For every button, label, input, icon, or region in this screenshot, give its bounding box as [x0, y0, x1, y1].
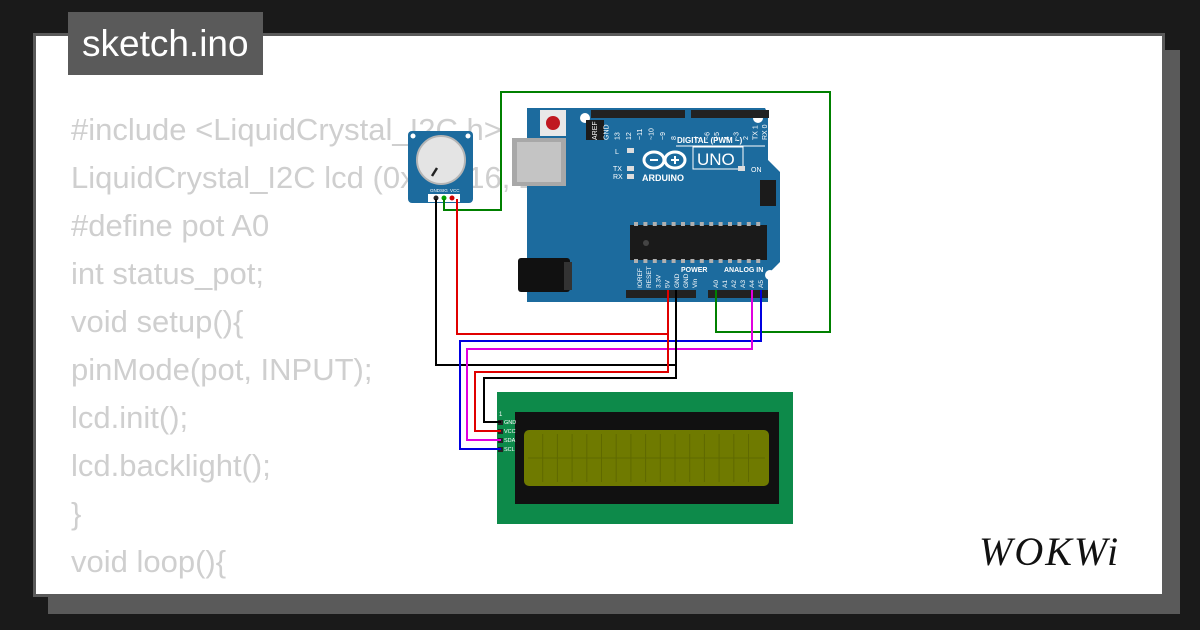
digital-pin-label: 4	[724, 136, 731, 140]
digital-header	[591, 110, 685, 118]
power-pin-label: 3.3V	[655, 274, 662, 288]
wire-red-lcd-vcc	[474, 290, 669, 432]
digital-pin-label: ~9	[660, 132, 667, 140]
digital-pin-label: ~5	[714, 132, 721, 140]
power-pin-label: 5V	[665, 279, 672, 288]
digital-pin-label: 13	[615, 132, 622, 140]
analog-pin-label: A2	[731, 280, 738, 288]
board-model-label: UNO	[697, 150, 735, 169]
digital-pin-label: AREF	[592, 121, 599, 140]
microcontroller-chip	[630, 222, 767, 263]
digital-pin-label: ~6	[705, 132, 712, 140]
wokwi-logo: WOKWi	[979, 529, 1120, 574]
digital-pin-label: TX 1	[753, 125, 760, 140]
lcd-pin-label: SCL	[504, 447, 515, 453]
lcd-pin-label: GND	[504, 420, 516, 426]
lcd-pin-label: VCC	[504, 429, 516, 435]
arduino-logo	[642, 150, 687, 170]
code-line: void loop(){	[71, 544, 227, 579]
digital-pin-label: 12	[626, 132, 633, 140]
status-leds: L TX RX ON	[613, 148, 762, 181]
potentiometer-knob[interactable]	[416, 135, 466, 185]
power-header	[626, 290, 696, 298]
code-listing: #include <LiquidCrystal_I2C.h>LiquidCrys…	[71, 106, 555, 594]
power-pin-label: GND	[674, 273, 681, 288]
digital-pin-label: ~3	[733, 132, 740, 140]
power-pin-label: RESET	[646, 266, 653, 288]
analog-pin-label: A5	[758, 280, 765, 288]
digital-pin-label: GND	[603, 124, 610, 140]
analog-pin-label: A0	[713, 280, 720, 288]
svg-text:WOKWi: WOKWi	[979, 529, 1120, 574]
code-line: status_pot = analogRead(pot);	[71, 586, 555, 594]
svg-text:RX: RX	[613, 174, 623, 181]
digital-label: DIGITAL (PWM ~)	[677, 136, 743, 145]
code-line: lcd.backlight();	[71, 448, 271, 483]
board-brand-label: ARDUINO	[642, 173, 684, 183]
lcd-pin-label: SDA	[504, 438, 516, 444]
power-pin-label: GND	[683, 273, 690, 288]
digital-pin-label: ~10	[649, 128, 656, 140]
code-line: #define pot A0	[71, 208, 270, 243]
digital-pin-label: 8	[671, 136, 678, 140]
analog-pin-label: A3	[740, 280, 747, 288]
code-line: }	[71, 496, 82, 531]
digital-pin-label: 7	[695, 136, 702, 140]
wires	[435, 91, 831, 450]
potentiometer-pin-label: GND	[430, 188, 441, 193]
lcd-pin-one-mark: 1	[499, 412, 503, 418]
potentiometer-pin-label: SIG	[440, 188, 448, 193]
wire-black-lcd-gnd	[483, 290, 677, 423]
svg-text:TX: TX	[613, 166, 622, 173]
analog-pin-label: A1	[722, 280, 729, 288]
digital-pin-label: ~11	[637, 129, 644, 140]
code-line: void setup(){	[71, 304, 244, 339]
power-pin-label: Vin	[692, 278, 699, 288]
digital-pin-label: RX 0	[762, 124, 769, 140]
power-label: POWER	[681, 267, 707, 274]
lcd-1602-i2c[interactable]: 1 GND VCC SDA SCL	[497, 392, 793, 524]
digital-pin-label: 2	[743, 136, 750, 140]
reset-button[interactable]	[540, 110, 566, 136]
wire-green-pot-sig	[443, 91, 831, 333]
code-line: int status_pot;	[71, 256, 265, 291]
code-line: pinMode(pot, INPUT);	[71, 352, 373, 387]
potentiometer-pin-label: VCC	[450, 188, 460, 193]
analog-label: ANALOG IN	[724, 267, 763, 274]
wire-blue-scl	[459, 290, 762, 450]
power-jack	[518, 258, 570, 292]
svg-text:L: L	[615, 149, 619, 156]
wire-magenta-sda	[466, 290, 753, 441]
analog-pin-label: A4	[749, 280, 756, 288]
code-line: lcd.init();	[71, 400, 189, 435]
analog-header	[708, 290, 768, 298]
on-label: ON	[751, 167, 762, 174]
file-tab[interactable]: sketch.ino	[68, 12, 263, 75]
power-pin-label: IOREF	[637, 268, 644, 288]
